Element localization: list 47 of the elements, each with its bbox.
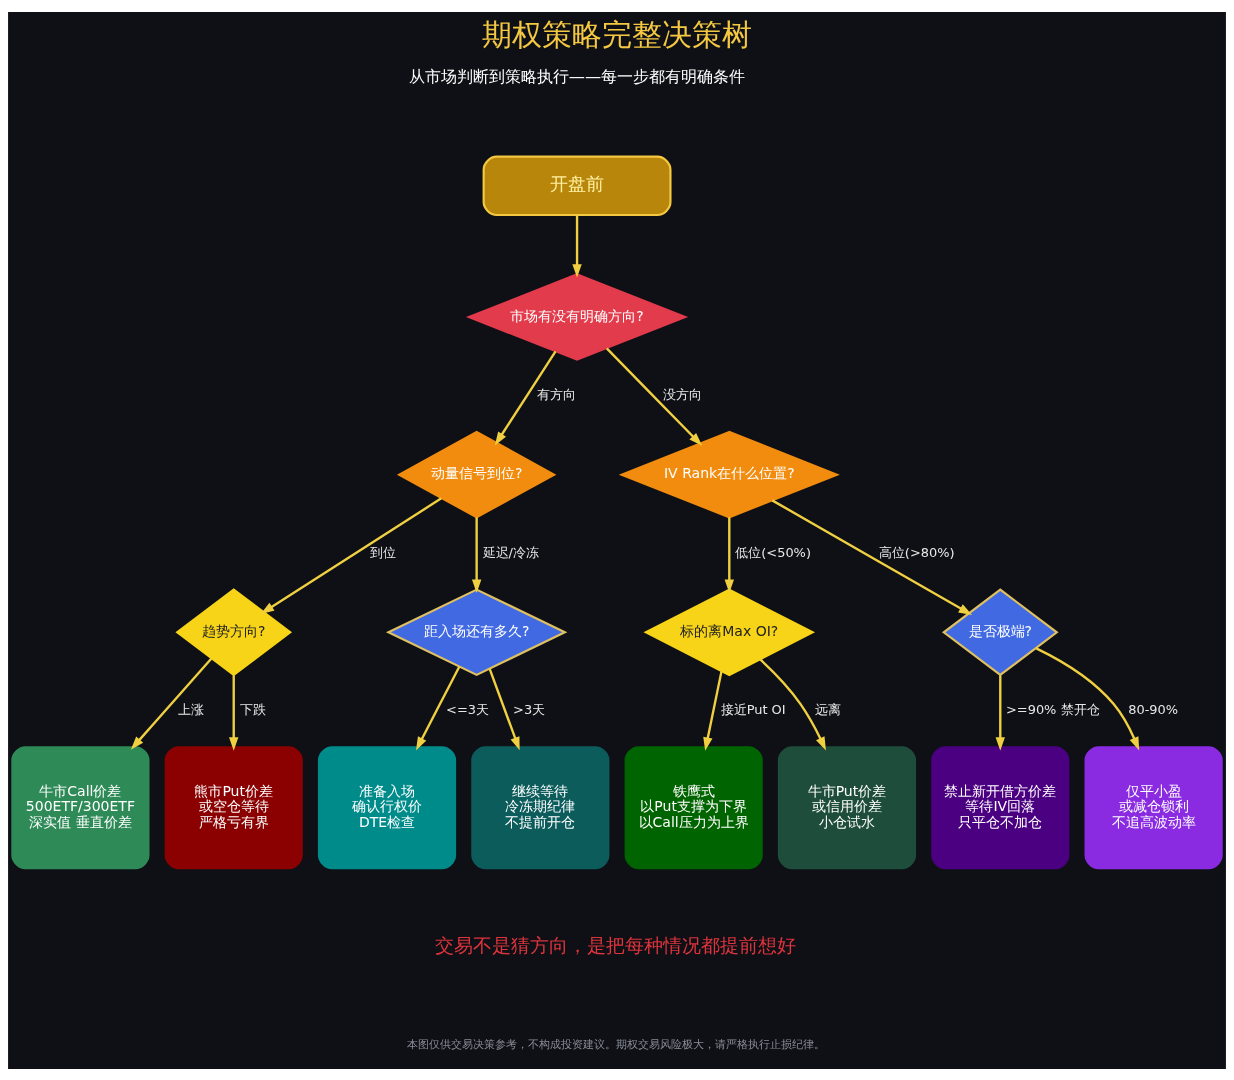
diagram-title: 期权策略完整决策树: [482, 16, 752, 52]
arrow: [471, 516, 482, 593]
edge-label: 80-90%: [1128, 701, 1179, 717]
edge-label: 到位: [369, 544, 396, 560]
node-box: 仅平小盈 或减仓锁利 不追高波动率: [1084, 745, 1223, 869]
node-box: 牛市Call价差 500ETF/300ETF 深实值 垂直价差: [11, 745, 150, 869]
node-box: 继续等待 冷冻期纪律 不提前开仓: [471, 745, 610, 869]
node-box: 熊市Put价差 或空仓等待 严格亏有界: [164, 745, 303, 869]
arrow: [995, 674, 1005, 751]
node-diamond: 趋势方向?: [175, 587, 293, 676]
arrow: [1035, 646, 1140, 751]
label: 交易不是猜方向，是把每种情况都提前想好: [435, 933, 797, 957]
node-diamond: 距入场还有多久?: [385, 587, 568, 676]
edge-label: >=90% 禁开仓: [1005, 701, 1100, 717]
arrow: [605, 347, 703, 446]
arrow: [759, 658, 826, 750]
label: 从市场判断到策略执行——每一步都有明确条件: [408, 66, 746, 86]
edge-label: <=3天: [446, 701, 490, 717]
node-diamond: 标的离Max OI?: [643, 587, 816, 676]
node-diamond: 市场有没有明确方向?: [465, 272, 689, 361]
arrow: [494, 350, 557, 445]
arrow: [572, 214, 582, 278]
label: 本图仅供交易决策参考，不构成投资建议。期权交易风险极大，请严格执行止损纪律。: [406, 1037, 825, 1051]
arrow: [488, 667, 520, 750]
edge-label: 没方向: [663, 386, 703, 402]
node-box: 铁鹰式 以Put支撑为下界 以Call压力为上界: [624, 745, 763, 869]
edge-label: 高位(>80%): [878, 544, 955, 560]
edge-label: >3天: [513, 701, 546, 717]
arrow: [260, 496, 442, 614]
edge-label: 延迟/冷冻: [482, 544, 539, 560]
arrow: [416, 665, 461, 750]
edge-label: 低位(<50%): [735, 544, 811, 560]
edge-label: 下跌: [240, 701, 267, 717]
node-diamond: 是否极端?: [941, 587, 1059, 676]
node-box: 牛市Put价差 或信用价差 小仓试水: [777, 745, 917, 869]
edge-label: 接近Put OI: [720, 701, 786, 717]
arrow: [724, 516, 734, 593]
arrow: [229, 674, 239, 751]
node-box: 开盘前: [482, 155, 672, 216]
node-box: 准备入场 确认行权价 DTE检查: [317, 745, 457, 869]
edge-label: 远离: [814, 701, 841, 717]
arrow: [703, 670, 723, 751]
arrow: [771, 498, 973, 615]
arrow: [130, 657, 213, 750]
edge-label: 上涨: [177, 701, 204, 717]
node-box: 禁止新开借方价差 等待IV回落 只平仓不加仓: [931, 745, 1070, 869]
edge-label: 有方向: [537, 386, 577, 402]
